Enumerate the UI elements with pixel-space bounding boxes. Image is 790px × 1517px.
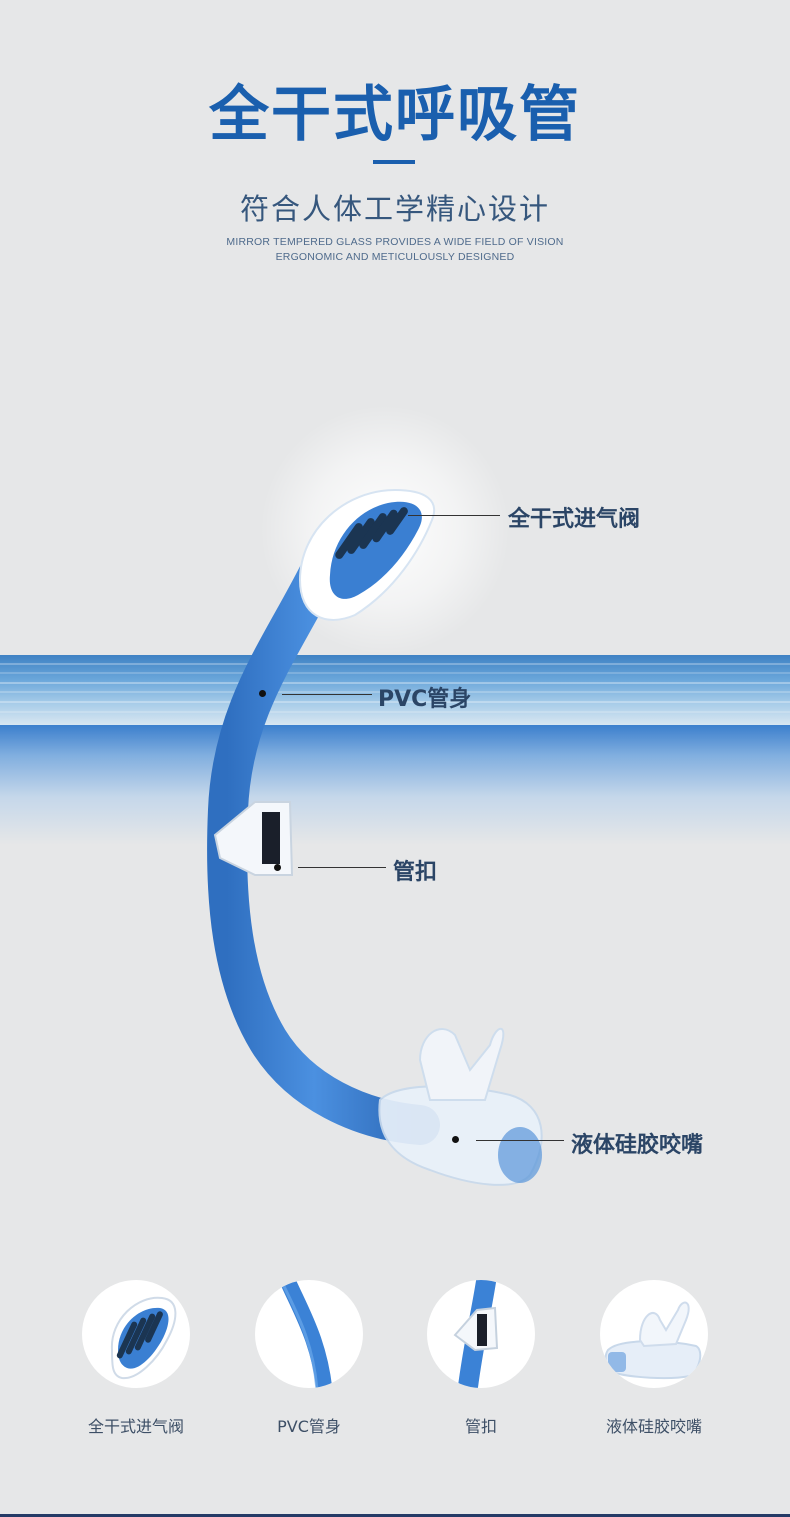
thumbnail-clip: 管扣 xyxy=(427,1280,535,1450)
callout-dot-clip xyxy=(274,864,281,871)
pvc-tube-detail-icon xyxy=(255,1280,363,1388)
mouthpiece-detail-icon xyxy=(600,1280,708,1388)
thumbnail-mouthpiece: 液体硅胶咬嘴 xyxy=(600,1280,708,1450)
pvc-tube-body xyxy=(207,555,440,1145)
thumbnail-valve: 全干式进气阀 xyxy=(82,1280,190,1450)
bottom-border xyxy=(0,1514,790,1517)
thumbnail-tube: PVC管身 xyxy=(255,1280,363,1450)
callout-line-tube xyxy=(282,694,372,695)
sea-surface-band xyxy=(0,655,790,725)
thumbnail-caption-valve: 全干式进气阀 xyxy=(87,1417,184,1436)
dry-valve-detail-icon xyxy=(82,1280,190,1388)
silicone-mouthpiece xyxy=(378,1027,543,1186)
english-tagline-1: MIRROR TEMPERED GLASS PROVIDES A WIDE FI… xyxy=(226,236,564,248)
callout-label-valve: 全干式进气阀 xyxy=(508,507,641,532)
callout-line-valve xyxy=(408,515,500,516)
thumbnail-caption-mouthpiece: 液体硅胶咬嘴 xyxy=(605,1417,702,1436)
callout-label-mouthpiece: 液体硅胶咬嘴 xyxy=(571,1133,704,1158)
detail-thumbnails: 全干式进气阀 PVC管身 管扣 xyxy=(0,1280,790,1450)
snorkel-illustration xyxy=(207,405,543,1186)
thumbnail-caption-tube: PVC管身 xyxy=(277,1417,341,1436)
callout-label-tube: PVC管身 xyxy=(378,687,472,712)
tube-clip xyxy=(213,801,294,876)
callout-label-clip: 管扣 xyxy=(393,860,438,885)
underwater-gradient xyxy=(0,725,790,845)
callout-line-clip xyxy=(298,867,386,868)
callout-dot-mouthpiece xyxy=(452,1136,459,1143)
callout-line-mouthpiece xyxy=(476,1140,564,1141)
callout-dot-tube xyxy=(259,690,266,697)
thumbnail-caption-clip: 管扣 xyxy=(464,1417,497,1436)
dry-valve xyxy=(298,488,436,621)
page-subtitle: 符合人体工学精心设计 xyxy=(239,192,550,226)
tube-clip-detail-icon xyxy=(427,1280,535,1388)
title-divider xyxy=(373,160,415,164)
page-title: 全干式呼吸管 xyxy=(209,80,581,150)
english-tagline-2: ERGONOMIC AND METICULOUSLY DESIGNED xyxy=(275,251,515,263)
